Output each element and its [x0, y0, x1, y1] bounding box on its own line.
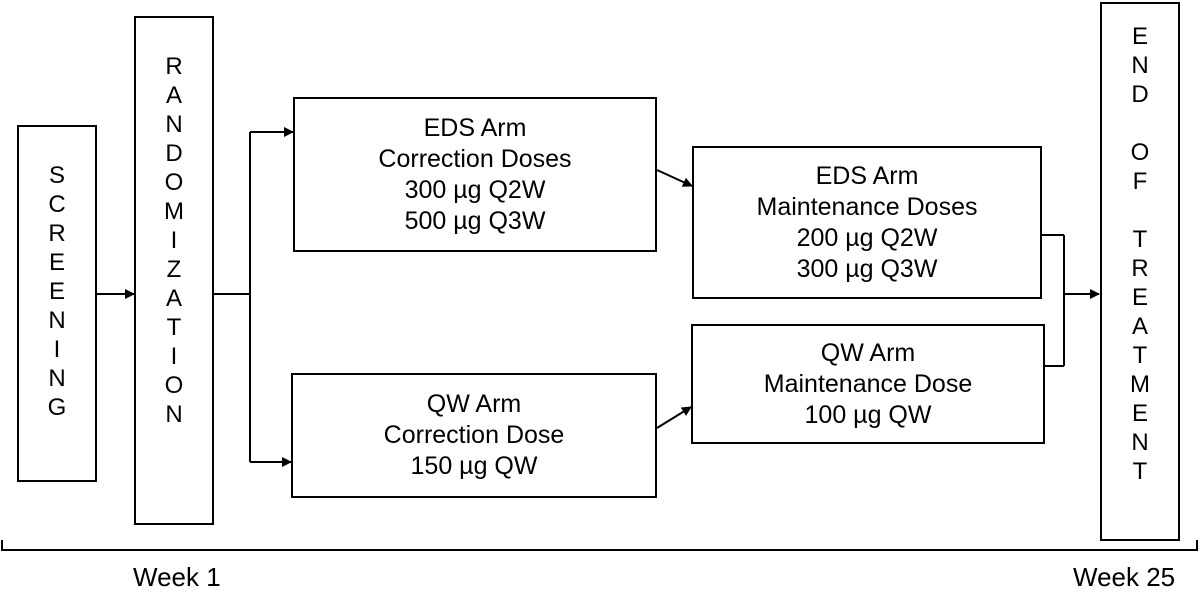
screening-letter: N [48, 307, 66, 334]
qw-maintenance-line: Maintenance Dose [763, 369, 973, 398]
randomization-letter: O [164, 372, 184, 399]
randomization-letter: A [165, 82, 182, 109]
screening-letter: R [48, 220, 66, 247]
eds-correction-line: Correction Doses [378, 144, 572, 173]
end-of-treatment-letter: F [1132, 168, 1148, 195]
end-of-treatment-letter: T [1132, 458, 1148, 485]
eds-maintenance-line: EDS Arm [815, 161, 919, 190]
qw-maintenance-line: 100 µg QW [804, 400, 932, 429]
eds-maintenance-line: Maintenance Doses [756, 192, 978, 221]
randomization-letter: O [164, 169, 184, 196]
qw-maintenance-box: QW Arm Maintenance Dose 100 µg QW [691, 324, 1045, 444]
qw-correction-line: Correction Dose [383, 421, 565, 449]
timeline-bracket [1, 540, 1198, 551]
eds-maintenance-line: 300 µg Q3W [796, 254, 938, 283]
screening-letter: C [48, 191, 66, 218]
end-of-treatment-letter: T [1132, 226, 1148, 253]
randomization-letter: N [165, 111, 183, 138]
randomization-letter: Z [166, 256, 182, 283]
eds-maintenance-box: EDS Arm Maintenance Doses 200 µg Q2W 300… [692, 146, 1042, 299]
randomization-letter: T [166, 314, 182, 341]
end-of-treatment-letter: T [1132, 342, 1148, 369]
arrow-eds-correction-to-maintenance [656, 169, 693, 187]
end-of-treatment-letter: D [1131, 81, 1149, 108]
eds-maintenance-line: 200 µg Q2W [796, 223, 938, 252]
screening-letter: G [47, 394, 67, 421]
eds-correction-box: EDS Arm Correction Doses 300 µg Q2W 500 … [293, 97, 657, 252]
randomization-letter: R [165, 53, 183, 80]
qw-correction-text: QW Arm Correction Dose 150 µg QW [293, 375, 655, 496]
screening-letter: N [48, 365, 66, 392]
eds-correction-line: 500 µg Q3W [404, 206, 546, 235]
eds-correction-line: EDS Arm [423, 113, 527, 142]
end-of-treatment-letter: E [1131, 400, 1148, 427]
week-start-label: Week 1 [133, 562, 221, 592]
screening-letter: S [48, 162, 65, 189]
qw-correction-box: QW Arm Correction Dose 150 µg QW [291, 373, 657, 498]
end-of-treatment-letter: E [1131, 284, 1148, 311]
end-of-treatment-letter: A [1131, 313, 1148, 340]
randomization-letter: A [165, 285, 182, 312]
end-of-treatment-letter: M [1130, 371, 1150, 398]
eds-correction-line: 300 µg Q2W [404, 175, 546, 204]
end-of-treatment-letter: N [1131, 429, 1149, 456]
end-of-treatment-letter: R [1131, 255, 1149, 282]
randomization-letter: I [170, 343, 178, 370]
randomization-letter: N [165, 401, 183, 428]
screening-letter: E [48, 278, 65, 305]
week-end-label: Week 25 [1073, 562, 1176, 592]
end-of-treatment-letter: E [1131, 23, 1148, 50]
eds-maintenance-text: EDS Arm Maintenance Doses 200 µg Q2W 300… [694, 148, 1040, 297]
eds-correction-text: EDS Arm Correction Doses 300 µg Q2W 500 … [295, 99, 655, 250]
arrow-qw-correction-to-maintenance [656, 406, 692, 429]
qw-correction-line: 150 µg QW [410, 452, 538, 480]
qw-maintenance-text: QW Arm Maintenance Dose 100 µg QW [693, 326, 1043, 442]
randomization-letter: D [165, 140, 183, 167]
randomization-letter: M [164, 198, 184, 225]
screening-letter: E [48, 249, 65, 276]
end-of-treatment-letter: O [1130, 139, 1150, 166]
screening-letter: I [53, 336, 61, 363]
qw-maintenance-line: QW Arm [820, 338, 916, 367]
qw-correction-line: QW Arm [426, 390, 522, 418]
randomization-letter: I [170, 227, 178, 254]
end-of-treatment-letter: N [1131, 52, 1149, 79]
